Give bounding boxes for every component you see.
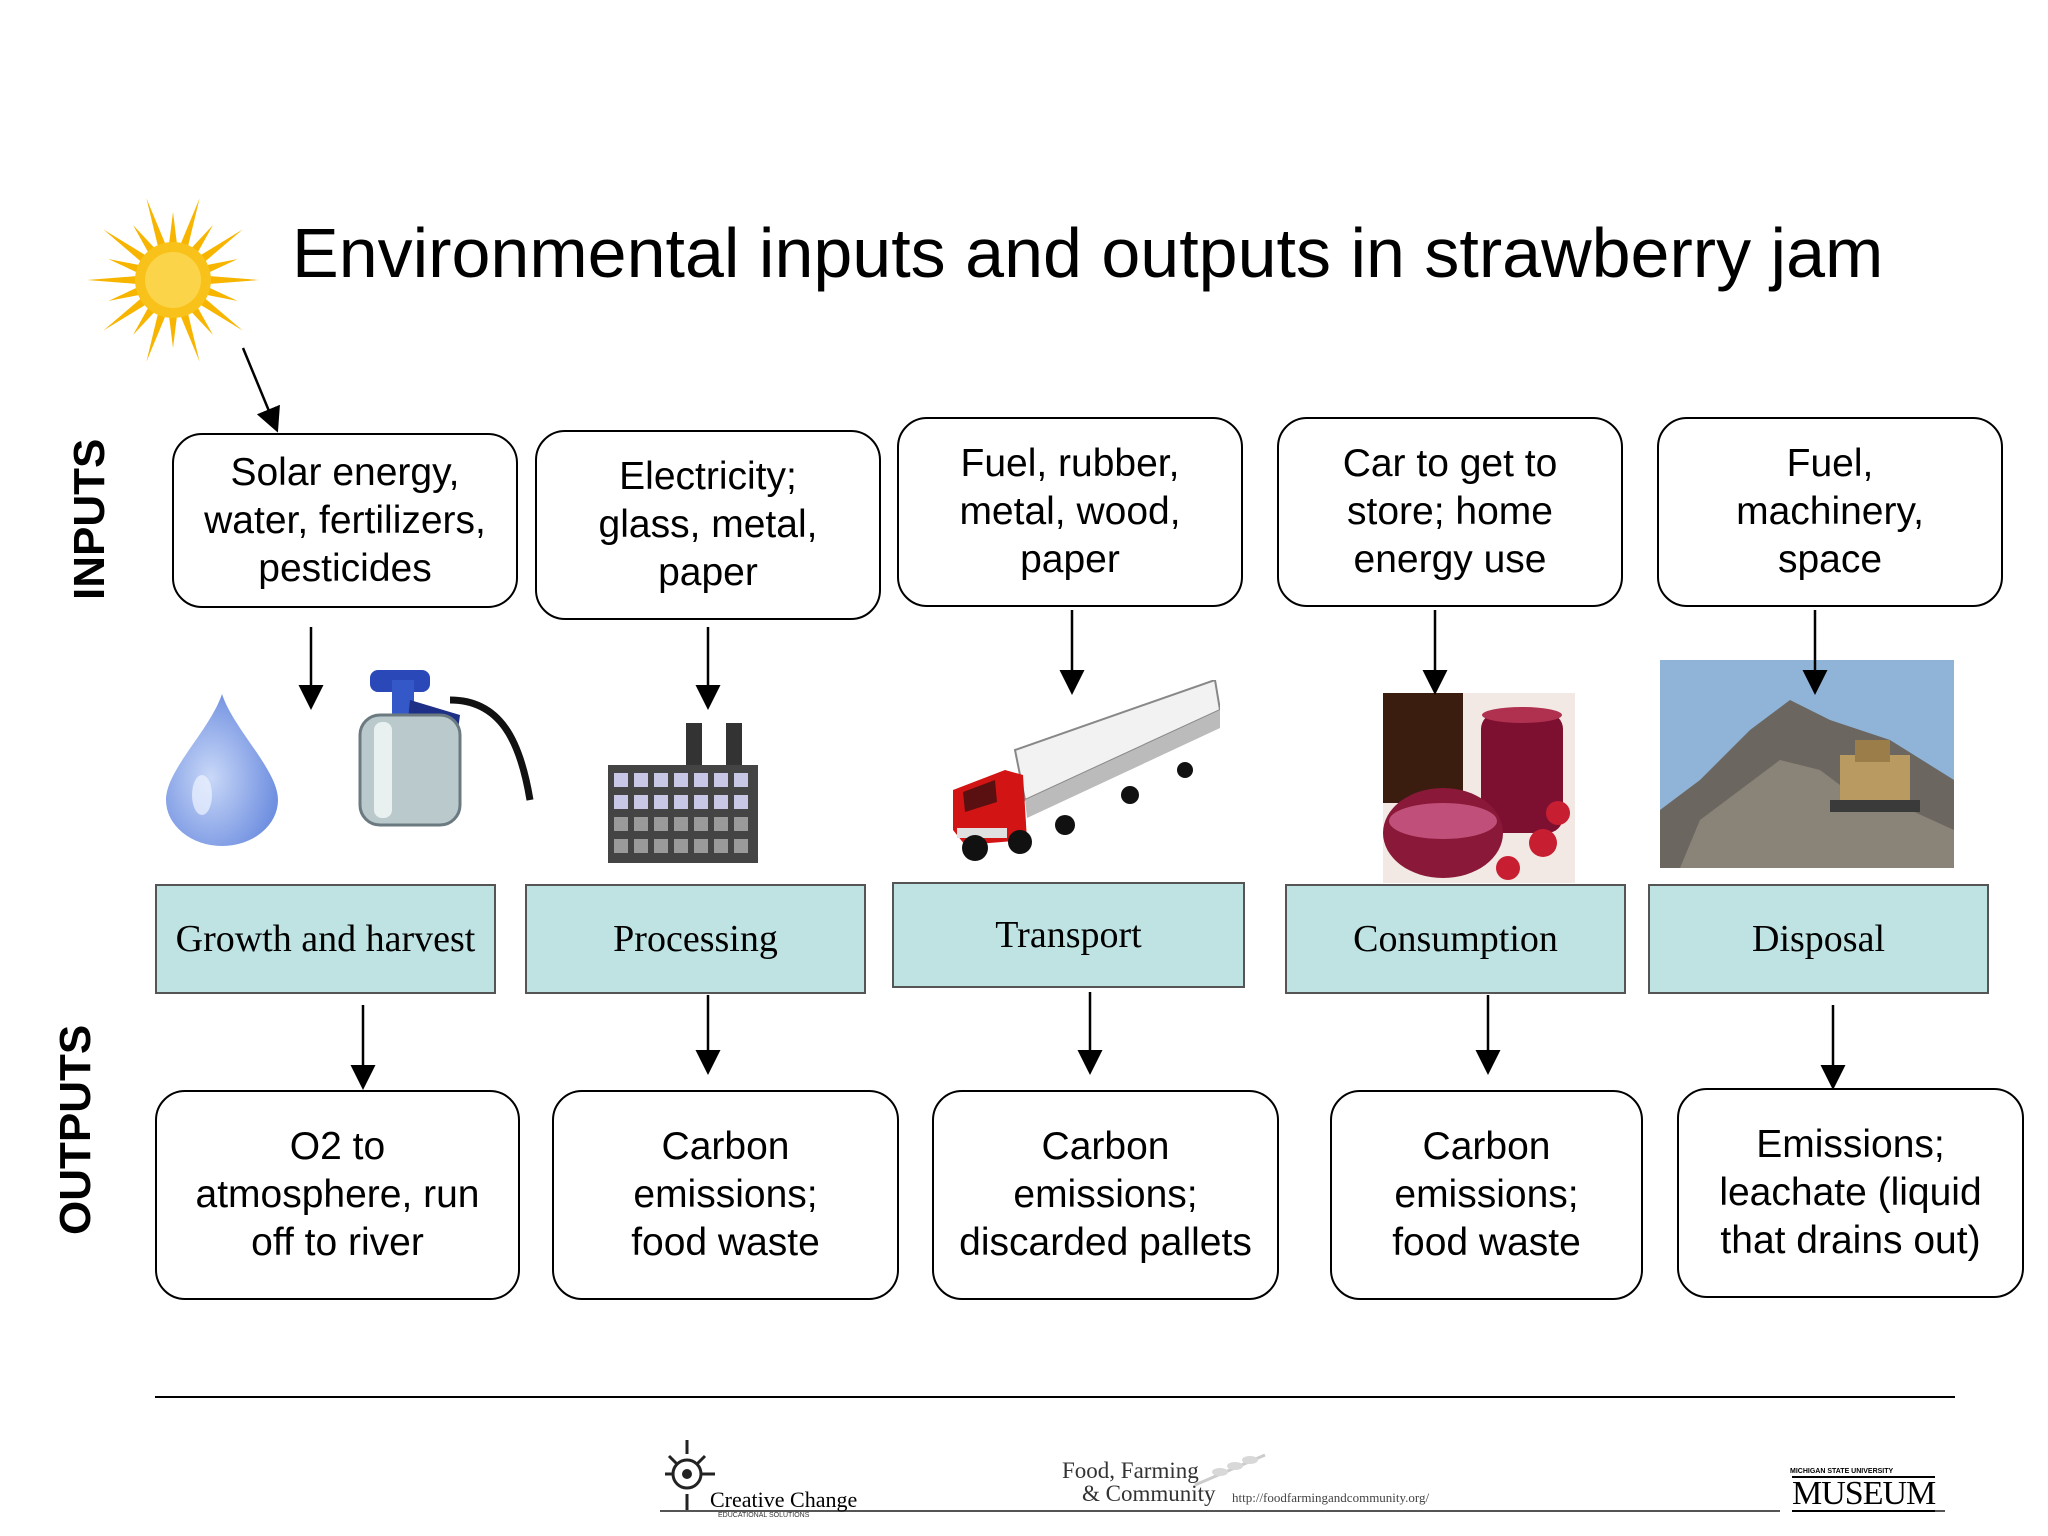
sun-ray: [190, 225, 213, 254]
factory-window: [694, 795, 708, 809]
factory-window: [734, 839, 748, 853]
sun-ray: [169, 315, 177, 348]
sun-ray: [180, 198, 200, 248]
sun-ray: [133, 306, 156, 335]
oil-can-icon: [358, 670, 534, 827]
factory-window: [714, 795, 728, 809]
factory-window: [674, 773, 688, 787]
sun-ray: [146, 312, 166, 362]
stage-transport: Transport: [892, 882, 1245, 988]
stage-disposal: Disposal: [1648, 884, 1989, 994]
food-farming-url: http://foodfarmingandcommunity.org/: [1232, 1490, 1430, 1505]
footer-divider: [155, 1396, 1955, 1398]
food-farming-line-1: Food, Farming: [1062, 1458, 1199, 1483]
sun-ray: [146, 198, 166, 248]
footer-line: [660, 1510, 1780, 1512]
output-box-consumption: Carbon emissions; food waste: [1330, 1090, 1643, 1300]
factory-window: [714, 839, 728, 853]
output-box-transport: Carbon emissions; discarded pallets: [932, 1090, 1279, 1300]
factory-window: [734, 817, 748, 831]
factory-window: [634, 773, 648, 787]
factory-window: [674, 839, 688, 853]
sun-ray: [103, 229, 147, 263]
sun-ray: [169, 212, 177, 245]
museum-logo: MUSEUM: [1792, 1475, 1936, 1512]
stage-consumption: Consumption: [1285, 884, 1626, 994]
creative-change-logo: [665, 1440, 715, 1510]
sun-icon: [87, 198, 259, 362]
factory-window: [614, 817, 628, 831]
factory-window: [614, 795, 628, 809]
output-box-growth: O2 to atmosphere, run off to river: [155, 1090, 520, 1300]
sun-ray: [133, 225, 156, 254]
sun-ray: [199, 297, 243, 331]
factory-window: [654, 817, 668, 831]
factory-window: [694, 839, 708, 853]
factory-window: [694, 773, 708, 787]
factory-window: [634, 839, 648, 853]
factory-window: [634, 795, 648, 809]
sun-ray: [103, 297, 147, 331]
sun-ray: [180, 312, 200, 362]
factory-icon: [608, 723, 758, 863]
input-box-consumption: Car to get to store; home energy use: [1277, 417, 1623, 607]
sun-ray: [190, 306, 213, 335]
factory-window: [734, 795, 748, 809]
input-box-transport: Fuel, rubber, metal, wood, paper: [897, 417, 1243, 607]
sun-ray: [208, 276, 259, 284]
stage-growth-and-harvest: Growth and harvest: [155, 884, 496, 994]
page-title: Environmental inputs and outputs in stra…: [292, 214, 1884, 292]
sun-ray: [199, 229, 243, 263]
input-box-disposal: Fuel, machinery, space: [1657, 417, 2003, 607]
arrow-sun-to-input: [241, 347, 280, 433]
input-box-processing: Electricity; glass, metal, paper: [535, 430, 881, 620]
factory-window: [614, 773, 628, 787]
factory-window: [634, 817, 648, 831]
factory-window: [654, 773, 668, 787]
creative-change-name: Creative Change: [710, 1487, 858, 1512]
sun-ray: [87, 276, 138, 284]
factory-window: [714, 817, 728, 831]
food-farming-line-2: & Community: [1082, 1481, 1216, 1506]
output-box-disposal: Emissions; leachate (liquid that drains …: [1677, 1088, 2024, 1298]
truck-icon: [953, 680, 1220, 861]
factory-window: [694, 817, 708, 831]
factory-window: [654, 839, 668, 853]
factory-window: [674, 795, 688, 809]
factory-window: [714, 773, 728, 787]
jam-jars-icon: [1383, 693, 1575, 883]
factory-window: [614, 839, 628, 853]
sun-ray: [205, 287, 238, 301]
sun-ray: [108, 259, 141, 273]
water-drop-icon: [166, 694, 278, 846]
output-box-processing: Carbon emissions; food waste: [552, 1090, 899, 1300]
museum-subtitle: MICHIGAN STATE UNIVERSITY: [1790, 1468, 1894, 1475]
factory-window: [734, 773, 748, 787]
wheat-icon: [1194, 1453, 1266, 1487]
stage-processing: Processing: [525, 884, 866, 994]
input-box-growth: Solar energy, water, fertilizers, pestic…: [172, 433, 518, 608]
factory-window: [654, 795, 668, 809]
factory-window: [674, 817, 688, 831]
sun-ray: [205, 259, 238, 273]
creative-change-subtitle: EDUCATIONAL SOLUTIONS: [718, 1512, 810, 1519]
sun-ray: [108, 287, 141, 301]
